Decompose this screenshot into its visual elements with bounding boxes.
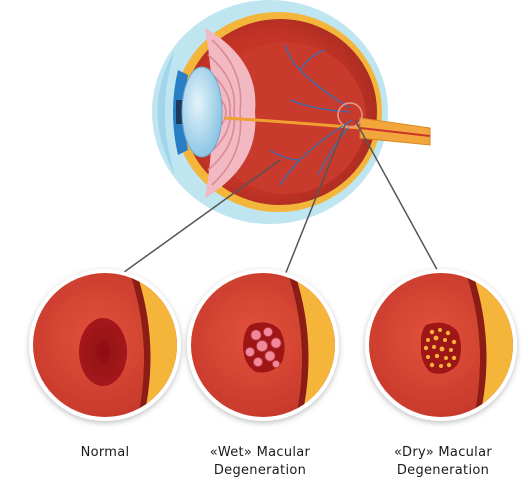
- caption-wet-line2: Degeneration: [190, 462, 330, 480]
- wet-lesion: [243, 322, 285, 372]
- dry-lesion: [421, 323, 461, 374]
- lens: [182, 67, 222, 157]
- caption-wet-line1: «Wet» Macular: [190, 444, 330, 462]
- caption-dry: «Dry» Macular Degeneration: [368, 444, 518, 480]
- caption-dry-line2: Degeneration: [368, 462, 518, 480]
- caption-normal-text: Normal: [50, 444, 160, 462]
- caption-normal: Normal: [50, 444, 160, 462]
- dry-retina-circle: [365, 268, 520, 425]
- wet-retina-circle: [187, 268, 340, 425]
- normal-retina-circle: [29, 268, 190, 425]
- caption-wet: «Wet» Macular Degeneration: [190, 444, 330, 480]
- caption-dry-line1: «Dry» Macular: [368, 444, 518, 462]
- eye-cross-section: [152, 0, 430, 224]
- normal-macula: [79, 318, 127, 386]
